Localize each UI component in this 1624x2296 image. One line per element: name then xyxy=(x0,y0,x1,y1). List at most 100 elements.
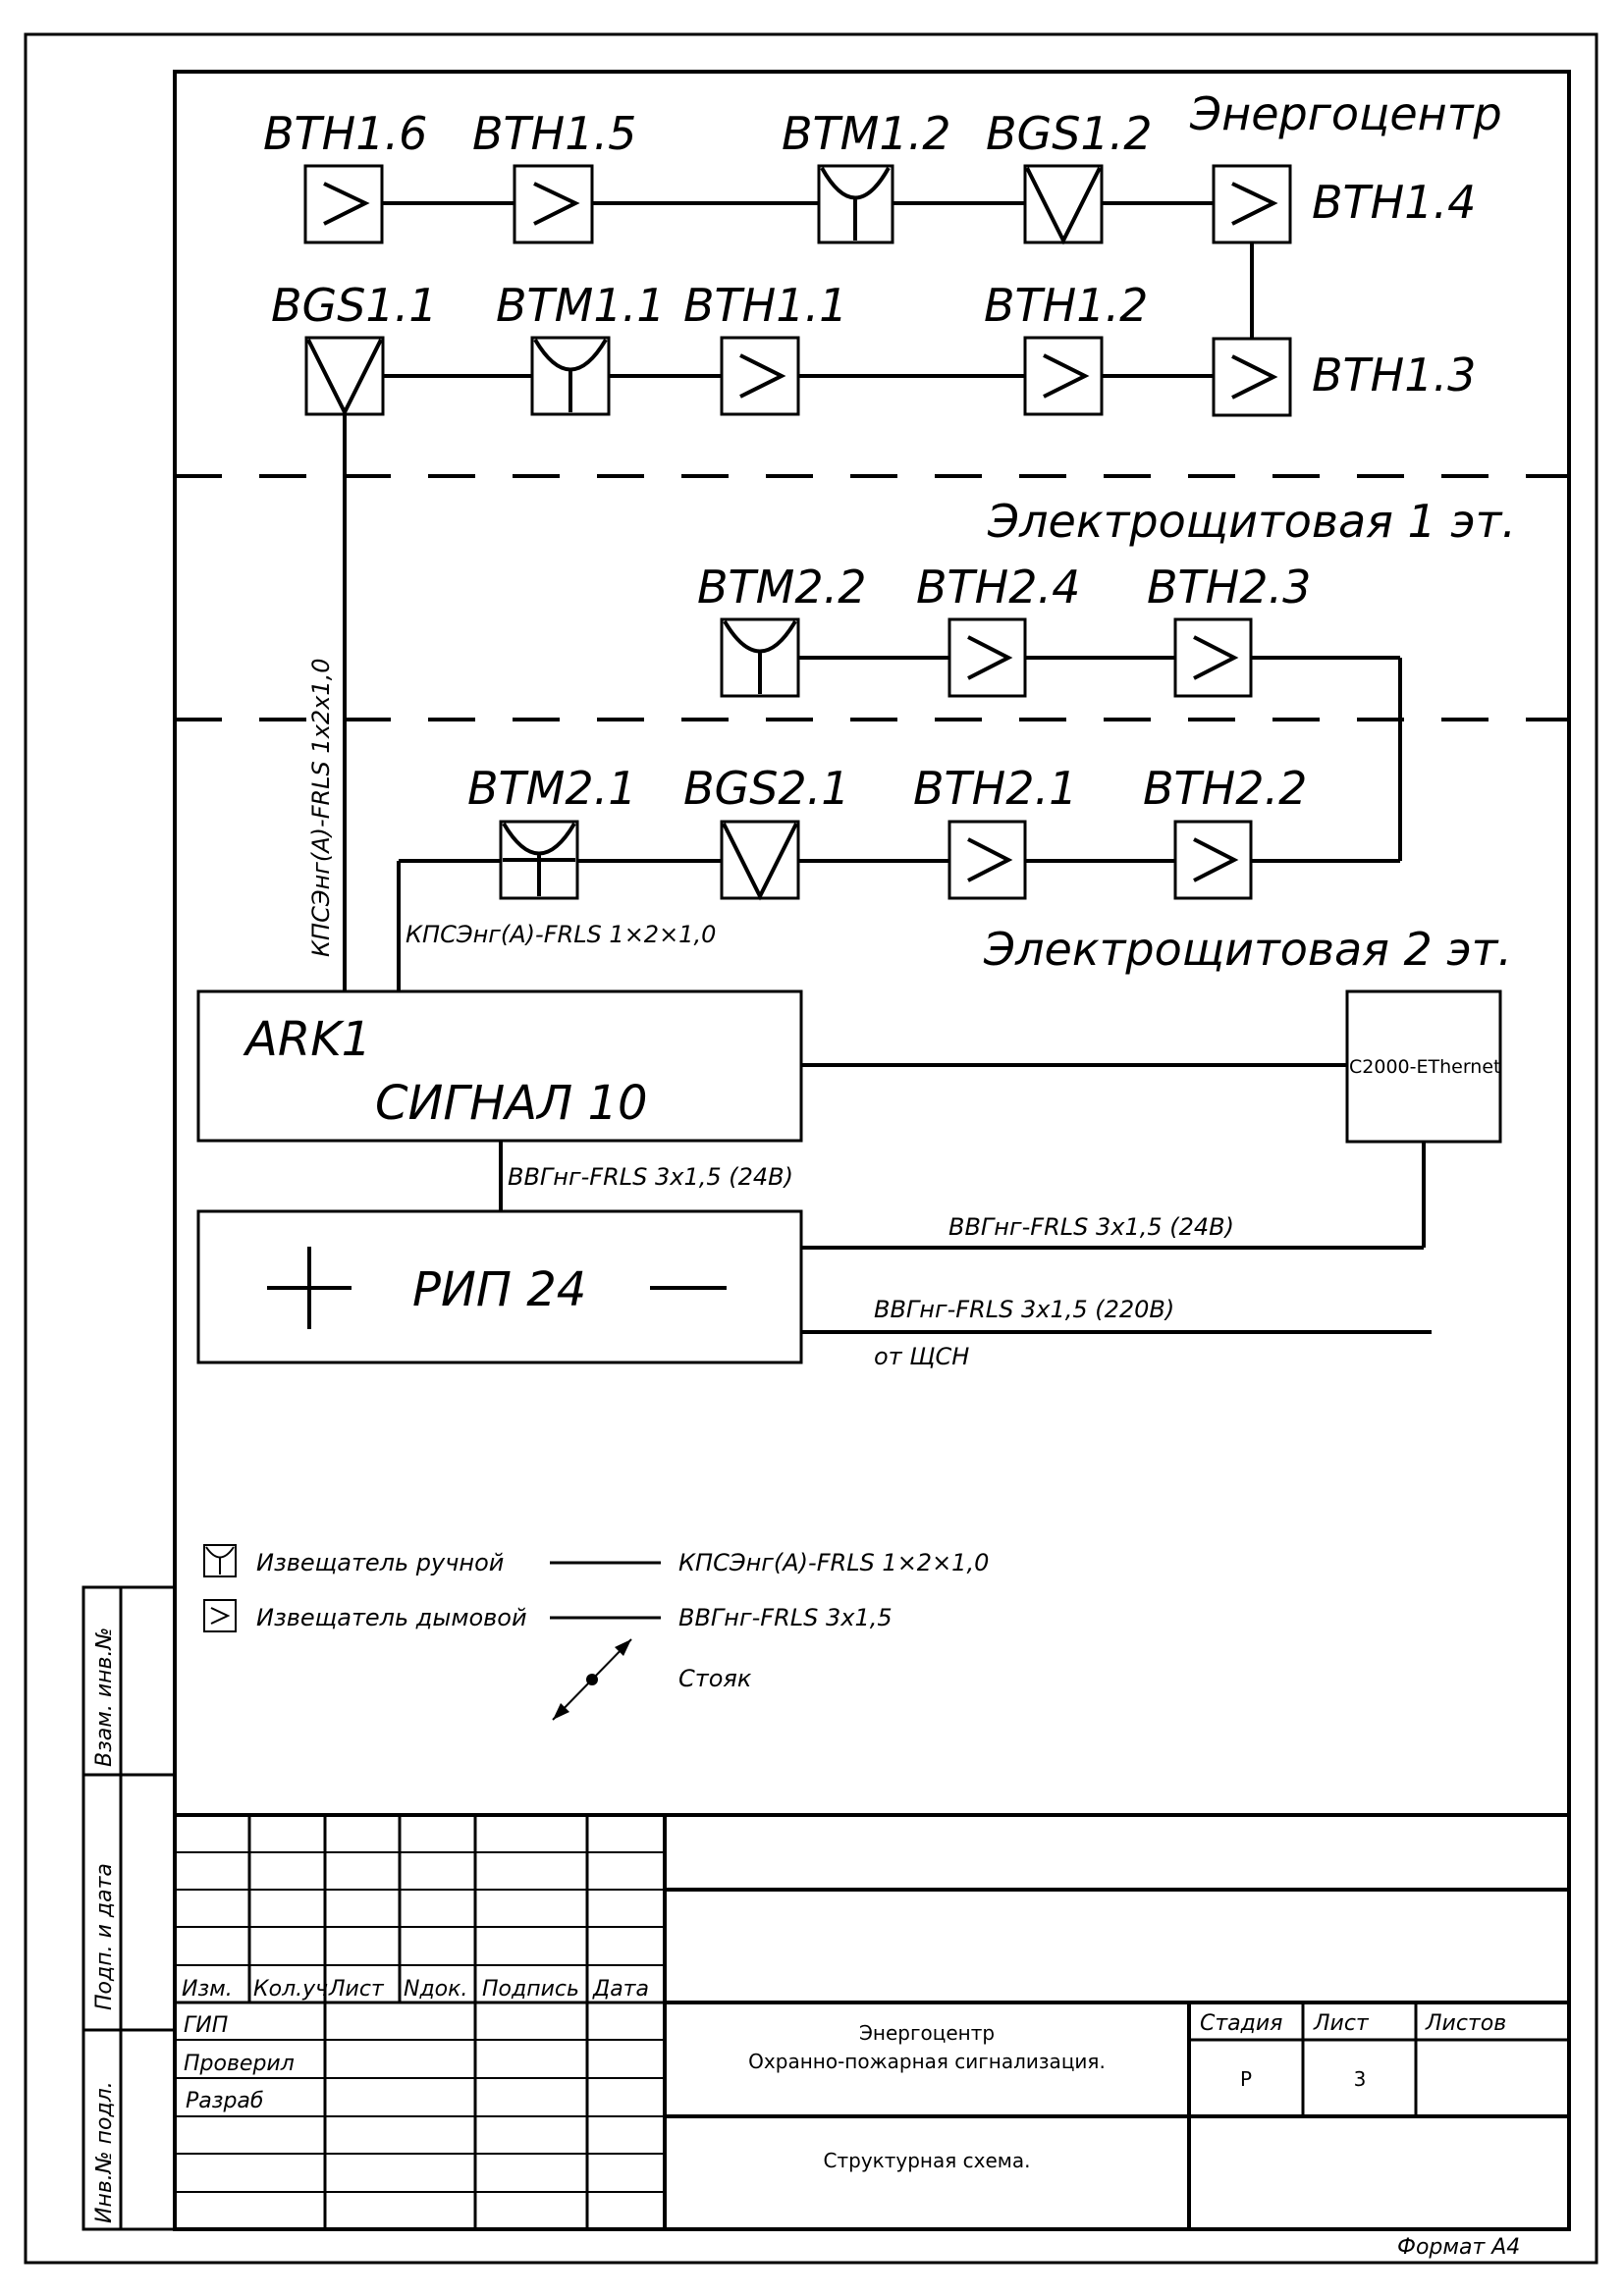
mains-source-label: от ЩСН xyxy=(874,1343,969,1370)
drawing-frame xyxy=(173,70,1571,2231)
smoke-detector-icon xyxy=(533,182,580,226)
detector-bth23[interactable]: BTH2.3 xyxy=(1147,561,1311,698)
detector-label: BTH2.3 xyxy=(1147,561,1311,614)
sheets-header: Листов xyxy=(1425,2011,1506,2036)
drawing-name: Структурная схема. xyxy=(824,2149,1031,2172)
wiring xyxy=(343,201,1432,1334)
ethernet-label: С2000-EThernet xyxy=(1349,1056,1500,1078)
manual-detector-legend-icon xyxy=(203,1544,237,1577)
detector-label: BTH1.2 xyxy=(984,279,1148,332)
ark1-model: СИГНАЛ 10 xyxy=(375,1076,648,1131)
col-sign: Подпись xyxy=(482,1977,579,2002)
stage-value: Р xyxy=(1240,2067,1252,2091)
detector-label: BTM1.2 xyxy=(782,107,951,160)
detector-bth14[interactable]: BTH1.4 xyxy=(1212,164,1476,244)
cable-label-riser: КПСЭнг(А)-FRLS 1х2х1,0 xyxy=(307,658,335,957)
smoke-detector-icon xyxy=(1231,182,1278,226)
smoke-detector-icon xyxy=(1231,354,1278,400)
inv-no-label: Инв.№ подл. xyxy=(92,2081,117,2223)
gas-detector-icon xyxy=(306,339,383,417)
gas-detector-icon xyxy=(722,823,798,901)
detector-label: BTH1.4 xyxy=(1312,176,1476,229)
project-name: Энергоцентр xyxy=(859,2021,995,2045)
sheet-value: 3 xyxy=(1354,2067,1367,2091)
manual-detector-icon xyxy=(723,619,797,694)
detector-label: BTH2.4 xyxy=(916,561,1080,614)
col-ndok: Nдок. xyxy=(404,1977,467,2002)
title-block: Изм. Кол.уч Лист Nдок. Подпись Дата ГИП … xyxy=(175,1813,1569,2229)
zone-energocenter-title: Энергоцентр xyxy=(1189,87,1502,140)
side-stamp: Взам. инв.№ Подп. и дата Инв.№ подл. xyxy=(81,1585,177,2231)
smoke-detector-icon xyxy=(1193,635,1239,680)
cable-label-floor2-loop: КПСЭнг(А)-FRLS 1×2×1,0 xyxy=(406,921,716,948)
detector-label: BGS1.2 xyxy=(986,107,1153,160)
detector-label: BGS2.1 xyxy=(683,762,850,815)
smoke-detector-icon xyxy=(1193,837,1239,882)
detector-btm21[interactable]: BTM2.1 xyxy=(467,762,637,900)
gip-label: ГИП xyxy=(184,2013,228,2038)
detector-btm22[interactable]: BTM2.2 xyxy=(697,561,867,698)
sign-date-label: Подп. и дата xyxy=(92,1863,117,2010)
legend-power-cable-label: ВВГнг-FRLS 3х1,5 xyxy=(678,1604,893,1631)
col-date: Дата xyxy=(592,1977,649,2002)
c2000-ethernet-module[interactable]: С2000-EThernet xyxy=(1345,989,1502,1144)
rip24-power-supply[interactable]: РИП 24 xyxy=(196,1209,803,1364)
rip-label: РИП 24 xyxy=(412,1262,586,1317)
detector-bgs21[interactable]: BGS2.1 xyxy=(683,762,850,901)
cable-label-ark-power: ВВГнг-FRLS 3х1,5 (24В) xyxy=(508,1163,793,1191)
detector-label: BTH1.1 xyxy=(683,279,847,332)
legend-manual-label: Извещатель ручной xyxy=(256,1549,504,1576)
zone-panel-room-1-title: Электрощитовая 1 эт. xyxy=(987,495,1516,548)
detector-label: BTM1.1 xyxy=(496,279,666,332)
detector-label: BTH2.1 xyxy=(913,762,1077,815)
detector-bth21[interactable]: BTH2.1 xyxy=(913,762,1077,900)
developed-label: Разраб xyxy=(186,2089,263,2113)
checked-label: Проверил xyxy=(184,2052,295,2076)
cable-label-ethernet-power: ВВГнг-FRLS 3х1,5 (24В) xyxy=(948,1213,1234,1241)
sheet-header: Лист xyxy=(1313,2011,1370,2036)
detector-label: BTH1.6 xyxy=(263,107,427,160)
detector-bth13[interactable]: BTH1.3 xyxy=(1212,337,1476,417)
smoke-detector-icon xyxy=(1043,353,1090,399)
detector-label: BTH2.2 xyxy=(1143,762,1307,815)
detector-bth16[interactable]: BTH1.6 xyxy=(263,107,427,244)
detector-bgs12[interactable]: BGS1.2 xyxy=(986,107,1153,245)
legend-riser-label: Стояк xyxy=(678,1665,752,1692)
legend-smoke-label: Извещатель дымовой xyxy=(256,1604,527,1631)
legend: Извещатель ручной КПСЭнг(А)-FRLS 1×2×1,0… xyxy=(203,1544,989,1721)
smoke-detector-legend-icon xyxy=(203,1599,237,1632)
col-list: Лист xyxy=(328,1977,385,2002)
detector-label: BGS1.1 xyxy=(271,279,438,332)
detector-bth11[interactable]: BTH1.1 xyxy=(683,279,847,416)
detector-label: BTM2.2 xyxy=(697,561,867,614)
detector-label: BTH1.3 xyxy=(1312,348,1476,401)
detector-btm11[interactable]: BTM1.1 xyxy=(496,279,666,416)
replace-inv-label: Взам. инв.№ xyxy=(92,1628,117,1767)
detector-bth24[interactable]: BTH2.4 xyxy=(916,561,1080,698)
outer-frame xyxy=(24,32,1598,2265)
ark1-code: ARK1 xyxy=(243,1012,371,1067)
detector-btm12[interactable]: BTM1.2 xyxy=(782,107,951,244)
cable-label-mains: ВВГнг-FRLS 3х1,5 (220В) xyxy=(874,1296,1174,1323)
legend-signal-cable-label: КПСЭнг(А)-FRLS 1×2×1,0 xyxy=(678,1549,989,1576)
detector-bgs11[interactable]: BGS1.1 xyxy=(271,279,438,417)
smoke-detector-icon xyxy=(739,353,786,399)
manual-detector-icon xyxy=(533,338,608,412)
detector-bth15[interactable]: BTH1.5 xyxy=(472,107,636,244)
detector-bth22[interactable]: BTH2.2 xyxy=(1143,762,1307,900)
col-izm: Изм. xyxy=(182,1977,233,2002)
detector-label: BTH1.5 xyxy=(472,107,636,160)
stage-header: Стадия xyxy=(1200,2011,1282,2036)
smoke-detector-icon xyxy=(967,635,1013,680)
manual-detector-icon xyxy=(502,822,576,896)
ark1-signal10-panel[interactable]: ARK1 СИГНАЛ 10 xyxy=(196,989,803,1143)
format-label: Формат А4 xyxy=(1397,2235,1520,2260)
col-kol: Кол.уч xyxy=(253,1977,328,2002)
detector-label: BTM2.1 xyxy=(467,762,637,815)
detector-bth12[interactable]: BTH1.2 xyxy=(984,279,1148,416)
smoke-detector-icon xyxy=(323,182,370,226)
manual-detector-icon xyxy=(820,167,891,240)
zone-panel-room-2-title: Электрощитовая 2 эт. xyxy=(983,923,1512,976)
smoke-detector-icon xyxy=(967,837,1013,882)
